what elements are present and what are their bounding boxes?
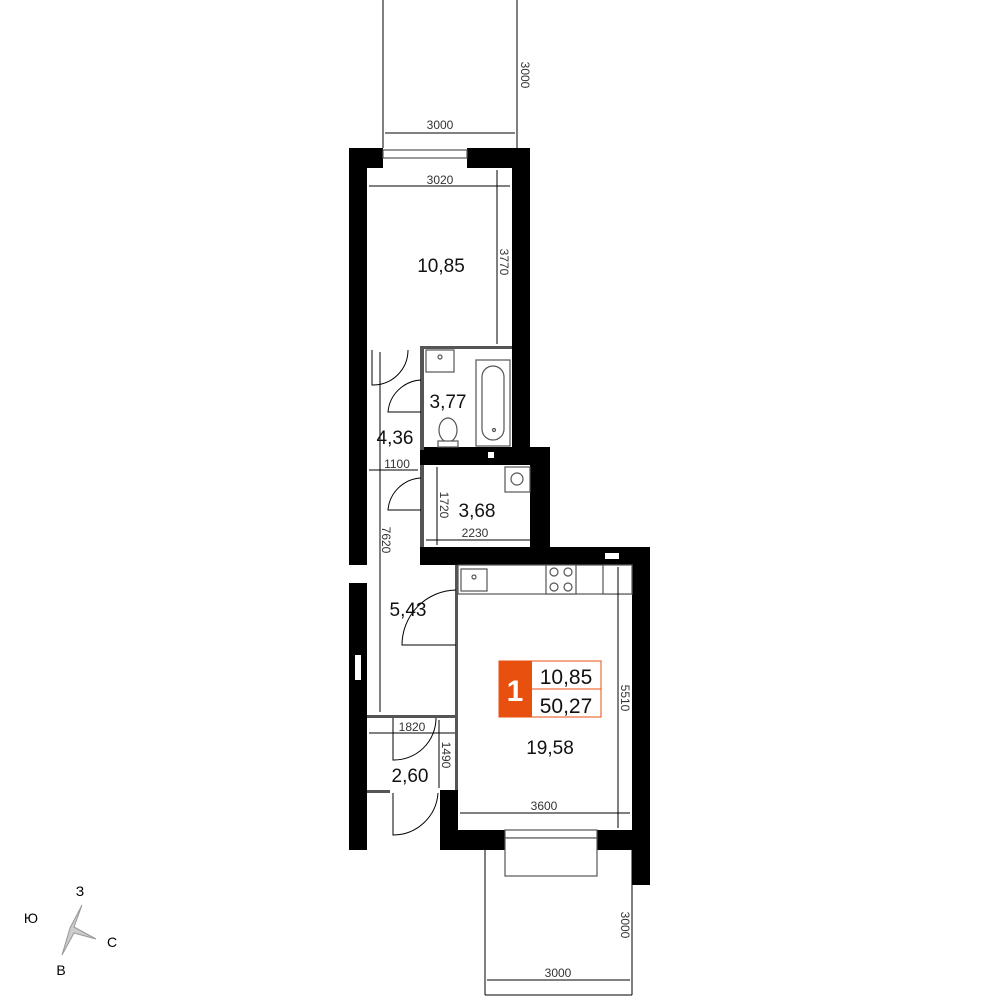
compass-rose-icon	[61, 904, 97, 956]
dim-kitchen-width: 3600	[531, 799, 558, 813]
area-kitchen-living: 19,58	[526, 738, 574, 759]
interior-walls	[367, 346, 512, 793]
dim-balcony-bottom-width: 3000	[545, 966, 572, 980]
badge-rooms-count: 1	[507, 675, 524, 708]
dim-wc-length: 1490	[439, 742, 453, 769]
compass-east: В	[56, 962, 65, 978]
dim-storage-height: 1720	[437, 492, 451, 519]
dim-bedroom-length: 3770	[497, 249, 511, 276]
balcony-top	[382, 0, 518, 148]
dim-balcony-top-width: 3000	[427, 118, 454, 132]
dim-corridor-length: 7620	[379, 527, 393, 554]
area-bedroom: 10,85	[417, 256, 465, 277]
doors	[371, 349, 457, 836]
area-storage: 3,68	[459, 501, 496, 522]
dim-storage-width: 2230	[462, 526, 489, 540]
area-corridor: 5,43	[390, 600, 427, 621]
exterior-walls	[349, 148, 650, 885]
compass-north: С	[107, 934, 117, 950]
apartment-badge: 1 10,85 50,27	[498, 660, 602, 718]
dim-wc-width: 1820	[399, 720, 426, 734]
badge-living-area: 10,85	[540, 666, 593, 689]
dim-hall-width: 1100	[384, 457, 410, 471]
dim-bedroom-width: 3020	[427, 173, 454, 187]
area-bathroom: 3,77	[430, 392, 467, 413]
dim-balcony-bottom-depth: 3000	[618, 912, 632, 939]
compass-west: З	[76, 883, 84, 899]
area-hall: 4,36	[377, 428, 414, 449]
area-wc: 2,60	[392, 766, 429, 787]
bathroom-fixtures	[425, 349, 531, 493]
dim-balcony-top-depth: 3000	[518, 62, 532, 89]
kitchen-fixtures	[457, 564, 633, 595]
dim-kitchen-length: 5510	[618, 685, 632, 712]
badge-total-area: 50,27	[540, 695, 593, 718]
windows	[382, 149, 598, 877]
dimension-lines	[369, 170, 630, 828]
compass-south: Ю	[24, 910, 38, 926]
compass: З Ю С В	[24, 883, 117, 978]
